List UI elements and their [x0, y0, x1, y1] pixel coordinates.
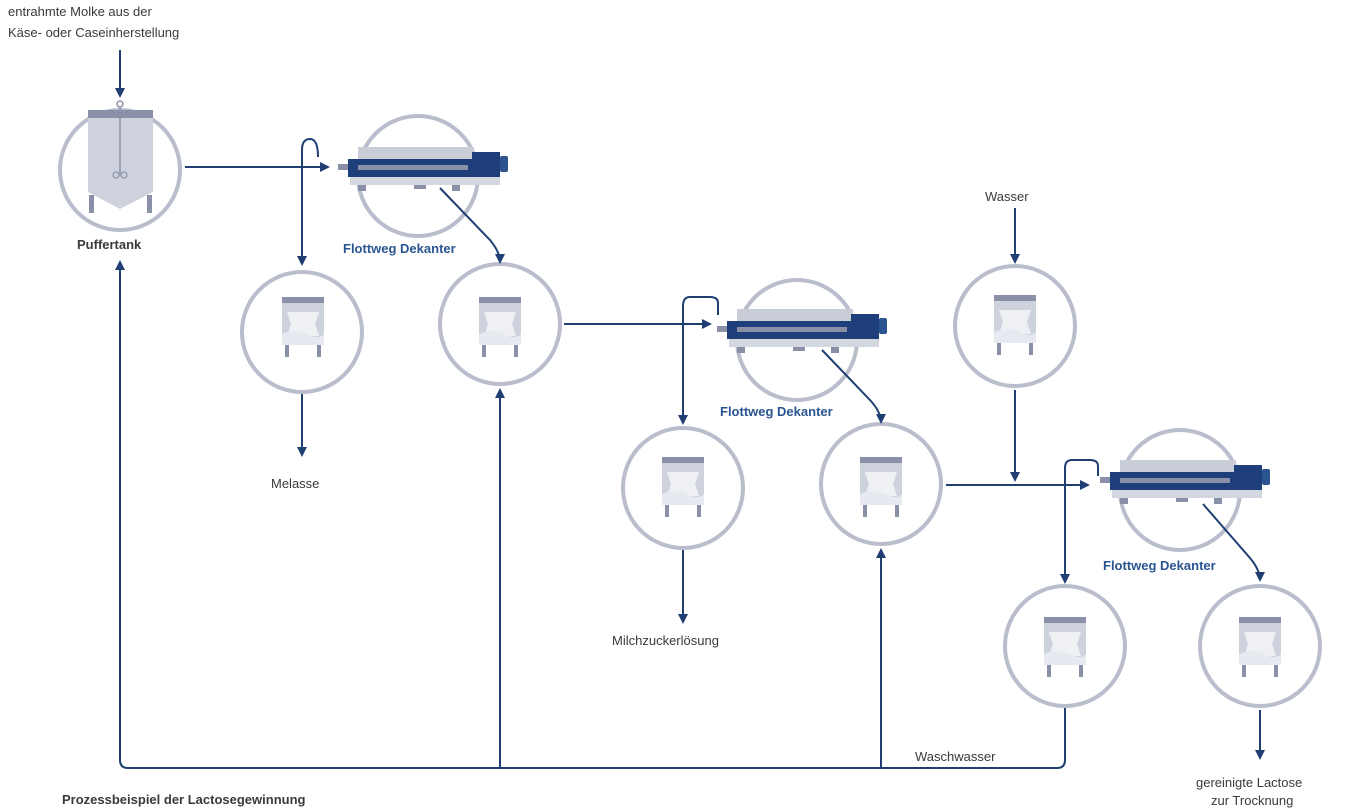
- decanter-1-label: Flottweg Dekanter: [343, 241, 456, 256]
- flow-decanter2-to-milchzucker-vessel: [678, 296, 719, 425]
- flow-recycle-waschwasser: [115, 260, 1066, 769]
- decanter-3-label: Flottweg Dekanter: [1103, 558, 1216, 573]
- flow-decanter3-to-lactose-vessel: [1202, 503, 1265, 582]
- buffer-tank-icon: [88, 100, 153, 213]
- waschwasser-label: Waschwasser: [915, 749, 996, 764]
- decanter-icon: [1100, 460, 1270, 504]
- diagram-caption: Prozessbeispiel der Lactosegewinnung: [62, 792, 306, 807]
- input-label-line2: Käse- oder Caseinherstellung: [8, 25, 180, 40]
- flow-decanter1-to-vessel2: [439, 187, 505, 264]
- input-label-line1: entrahmte Molke aus der: [8, 4, 152, 19]
- milchzucker-label: Milchzuckerlösung: [612, 633, 719, 648]
- puffertank-label: Puffertank: [77, 237, 142, 252]
- flow-decanter2-to-vessel4: [821, 349, 886, 424]
- melasse-label: Melasse: [271, 476, 320, 491]
- flow-decanter1-to-melasse-vessel: [297, 137, 319, 266]
- flow-decanter3-to-waschwasser-vessel: [1060, 459, 1099, 584]
- output-label-line1: gereinigte Lactose: [1196, 775, 1303, 790]
- output-label-line2: zur Trocknung: [1211, 793, 1294, 808]
- decanter-icon: [338, 147, 508, 191]
- decanter-icon: [717, 309, 887, 353]
- decanter-2-label: Flottweg Dekanter: [720, 404, 833, 419]
- wasser-label: Wasser: [985, 189, 1029, 204]
